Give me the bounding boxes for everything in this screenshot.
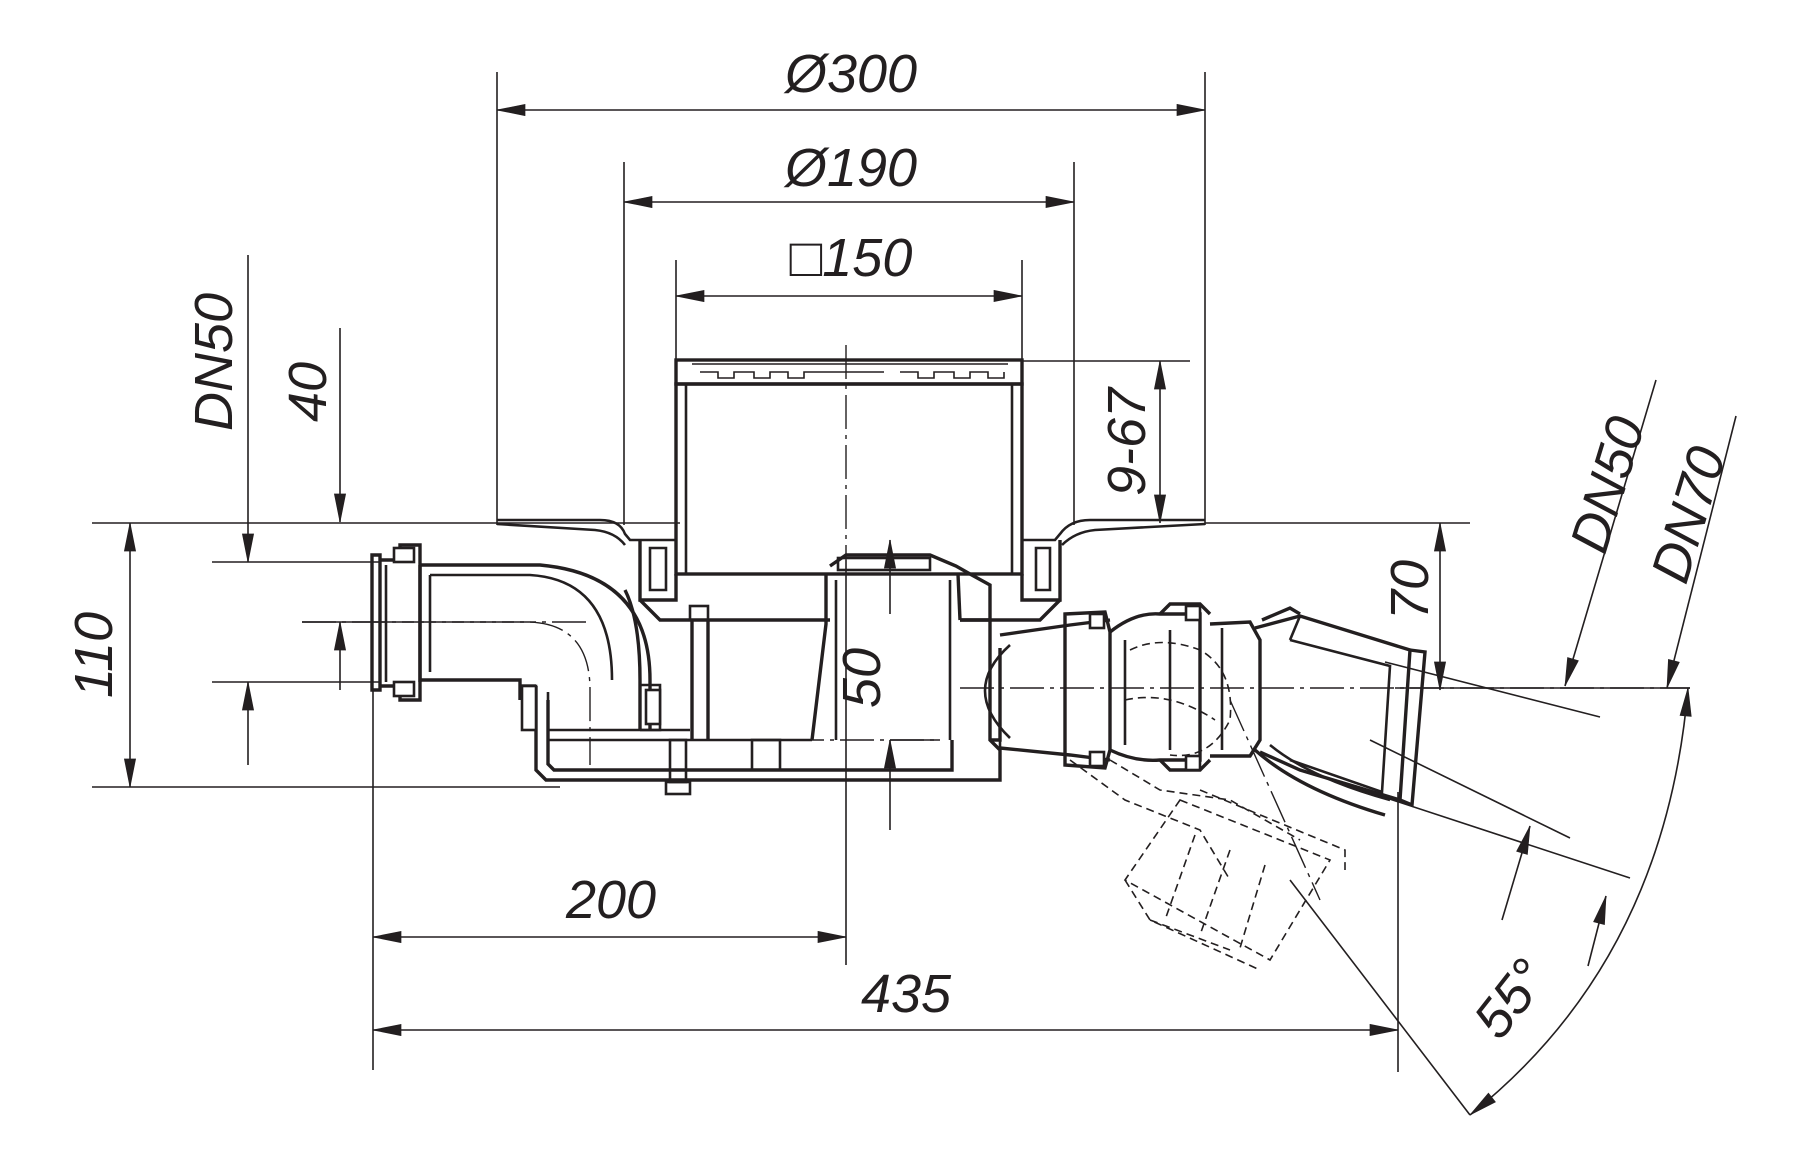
dimension-lines xyxy=(92,72,1737,1116)
label-h9-67: 9-67 xyxy=(1097,386,1157,496)
label-angle55: 55° xyxy=(1462,948,1560,1049)
center-lines xyxy=(302,345,1690,901)
label-d300: Ø300 xyxy=(783,44,917,104)
label-h70: 70 xyxy=(1380,560,1440,620)
label-sq150: □150 xyxy=(790,228,913,288)
label-h50: 50 xyxy=(832,648,892,708)
drain-body xyxy=(370,358,1206,796)
label-h40: 40 xyxy=(278,362,338,422)
rotated-outlet-hidden xyxy=(1069,759,1346,971)
label-dn50-left: DN50 xyxy=(184,293,244,431)
right-outlet xyxy=(983,602,1427,817)
label-h110: 110 xyxy=(64,612,124,698)
label-dn70-right: DN70 xyxy=(1640,440,1738,590)
label-w200: 200 xyxy=(565,870,656,930)
label-w435: 435 xyxy=(861,964,952,1024)
label-dn50-right: DN50 xyxy=(1559,410,1657,560)
label-d190: Ø190 xyxy=(783,138,917,198)
dimension-labels: Ø300 Ø190 □150 9-67 DN50 40 110 50 70 DN… xyxy=(64,44,1738,1050)
